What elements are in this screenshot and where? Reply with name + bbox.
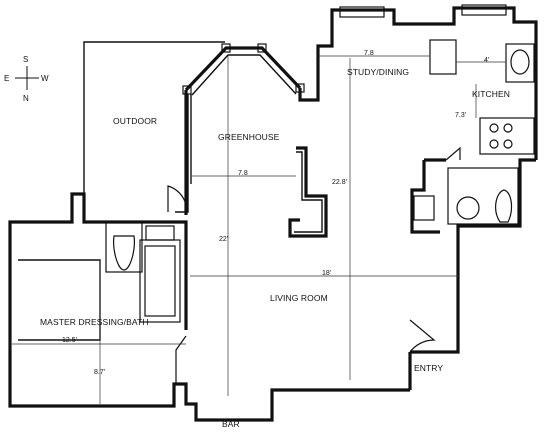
dimension-bath-width: 12.5' [62,337,77,344]
room-label-outdoor: OUTDOOR [113,116,157,126]
room-label-greenhouse: GREENHOUSE [218,132,280,142]
dimension-study-width: 7.8 [364,50,374,57]
room-label-bar: BAR [222,419,240,429]
bath-fixtures [105,221,187,384]
room-label-study-dining: STUDY/DINING [347,67,409,77]
dimension-greenhouse-depth: 22' [219,236,228,243]
entry-door [409,319,436,353]
compass-west: W [41,74,49,83]
room-label-kitchen: KITCHEN [472,89,510,99]
greenhouse-door [167,185,187,212]
dimension-lines [12,55,506,404]
dimension-greenhouse-width: 7.8 [238,170,248,177]
room-label-master-bath: MASTER DRESSING/BATH [40,317,149,327]
room-label-entry: ENTRY [414,363,443,373]
compass-east: E [4,74,9,83]
dimension-bath-depth: 8.7' [94,369,105,376]
compass-rose: S N E W [4,55,49,103]
room-label-living-room: LIVING ROOM [270,293,328,303]
dimension-kitchen-width: 4' [484,57,489,64]
dimension-main-length: 22.8' [332,179,347,186]
interior-column [288,146,328,238]
outdoor-outline [83,41,225,213]
exterior-walls [8,4,538,422]
compass-north: N [23,94,29,103]
greenhouse-glass-walls [182,43,305,215]
compass-south: S [23,55,28,64]
dimension-kitchen-depth: 7.3' [455,112,466,119]
kitchen-fixtures [413,39,535,225]
dimension-living-width: 18' [322,270,331,277]
